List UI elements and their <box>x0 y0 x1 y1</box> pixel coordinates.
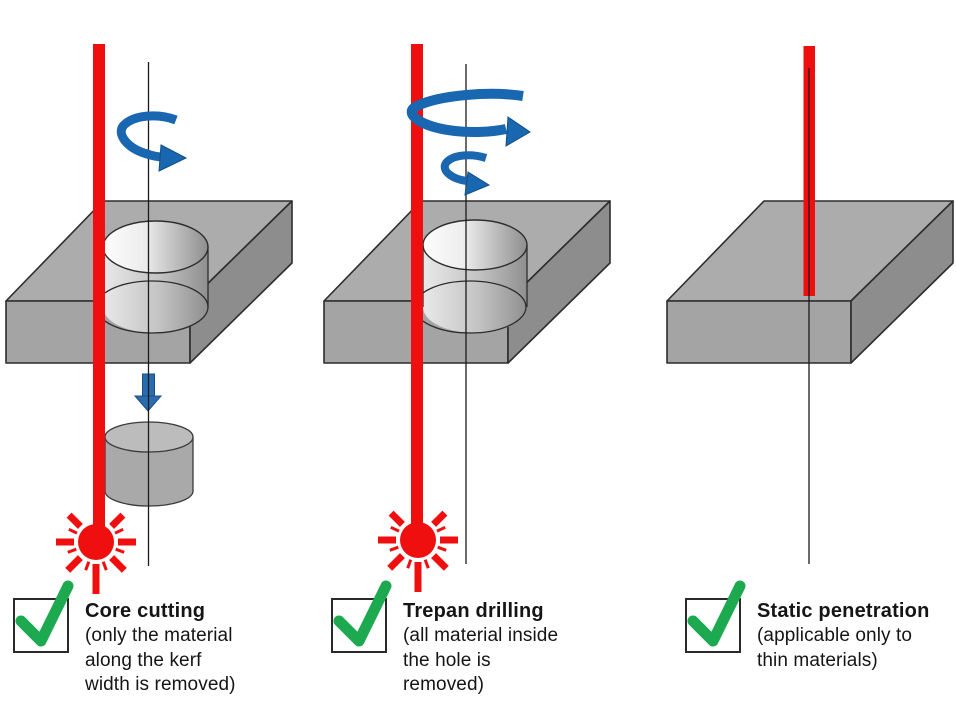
drilled-hole <box>95 220 209 334</box>
legend-trepan-drilling: Trepan drilling (all material inside the… <box>331 580 601 723</box>
drilled-hole <box>413 219 528 334</box>
legend-core-cutting: Core cutting (only the material along th… <box>13 580 283 723</box>
core-cutting-diagram <box>5 44 293 594</box>
laser-spark-icon <box>378 513 458 592</box>
checkmark-icon <box>333 580 392 647</box>
spiral-arrow-icon <box>406 88 531 196</box>
legend-static-penetration: Static penetration (applicable only to t… <box>685 580 955 723</box>
checkmark-icon <box>687 580 746 647</box>
panel-title: Static penetration <box>757 600 930 622</box>
panel-description: (applicable only to thin materials) <box>757 625 913 671</box>
static-penetration-diagram <box>666 46 954 564</box>
panel-title: Trepan drilling <box>403 600 544 622</box>
laser-beam <box>93 44 105 544</box>
rotation-arrow-icon <box>116 111 188 172</box>
panel-description: (only the material along the kerf width … <box>85 625 236 695</box>
trepan-drilling-diagram <box>323 44 611 592</box>
panel-title: Core cutting <box>85 600 206 622</box>
checkmark-icon <box>15 580 74 647</box>
laser-beam <box>411 44 423 542</box>
panel-description: (all material inside the hole is removed… <box>403 625 559 695</box>
